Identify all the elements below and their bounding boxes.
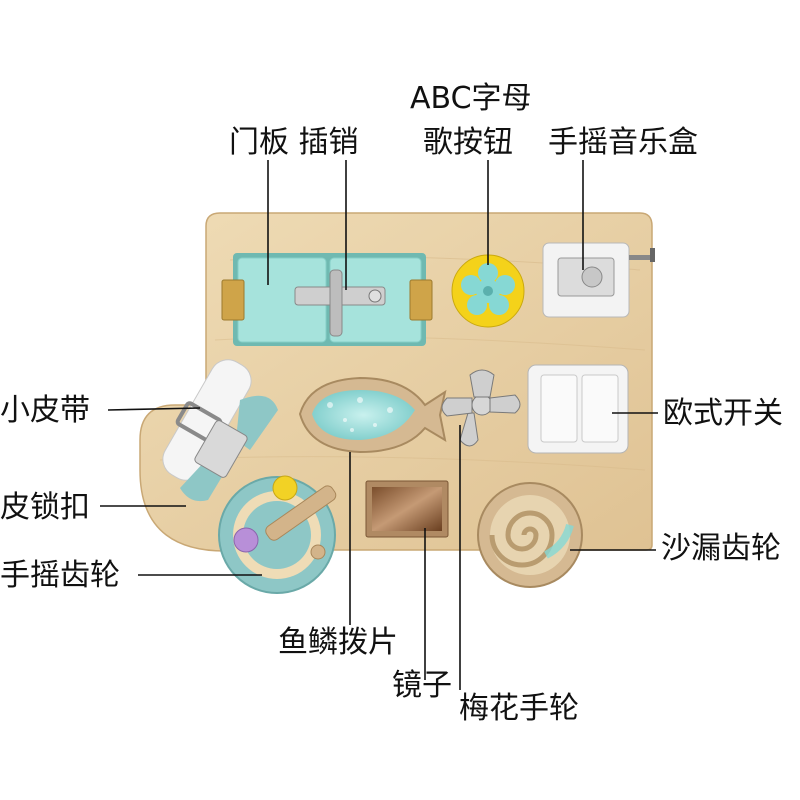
label-mirror: 镜子 [392,668,452,703]
sequin-fish[interactable] [298,376,447,454]
leather-buckle[interactable] [180,395,278,502]
door-latch-panel[interactable] [221,253,433,346]
label-strap: 小皮带 [0,393,90,428]
label-plum-wheel: 梅花手轮 [459,691,579,726]
label-music-box: 手摇音乐盒 [548,125,698,160]
plum-handwheel[interactable] [441,369,521,447]
abc-song-button[interactable] [451,254,525,328]
label-door-latch: 门板 插销 [229,125,359,160]
label-sand-gear: 沙漏齿轮 [661,531,781,566]
euro-switch[interactable] [527,364,629,454]
crank-gear[interactable] [218,475,338,594]
label-crank-gear: 手摇齿轮 [0,558,120,593]
label-sequin: 鱼鳞拨片 [278,625,398,660]
label-abc-line1: ABC字母 [410,81,532,116]
label-leather-buckle: 皮锁扣 [0,490,90,525]
sand-gear[interactable] [477,482,583,588]
mirror [365,480,449,538]
label-abc-line2: 歌按钮 [423,125,513,160]
leader-lines [100,160,658,690]
label-euro-switch: 欧式开关 [663,396,783,431]
music-box[interactable] [542,242,655,318]
